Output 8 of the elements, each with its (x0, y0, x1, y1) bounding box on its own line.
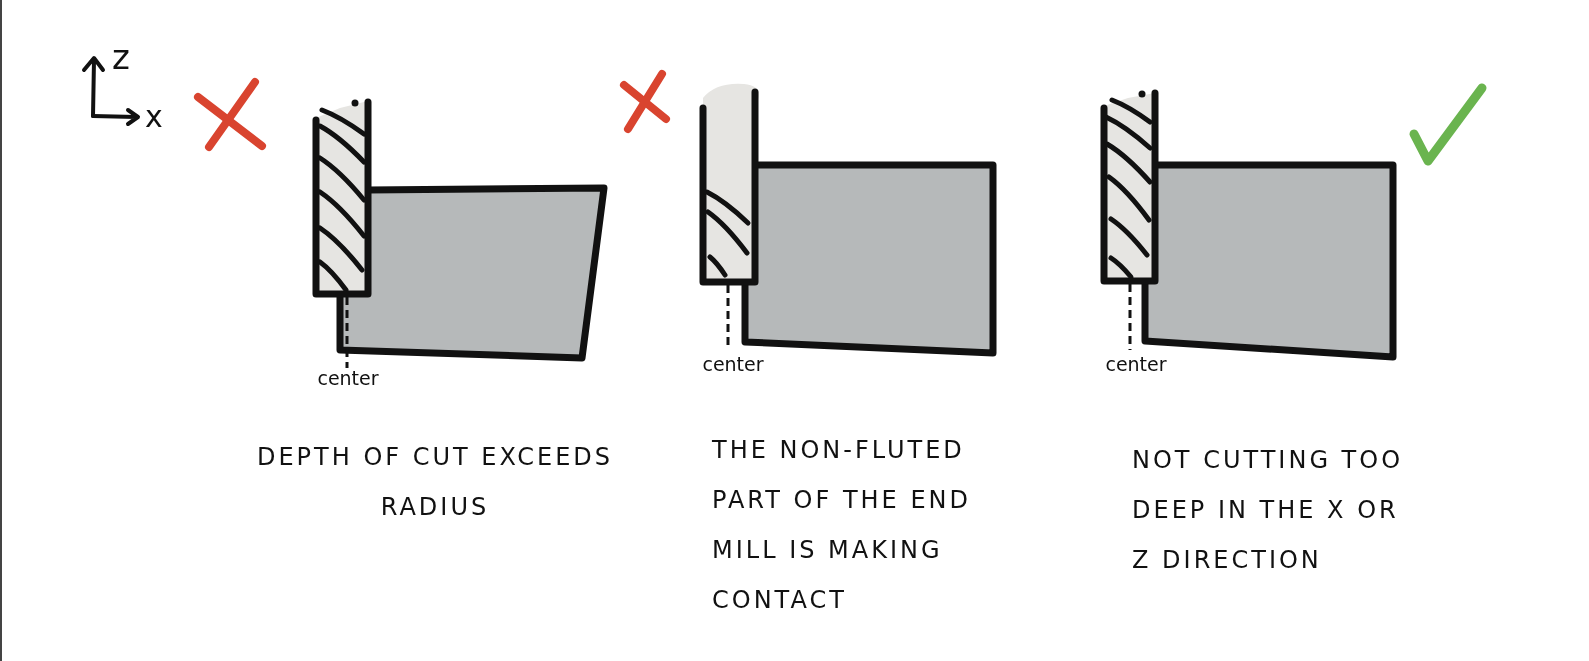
center-label: center (1105, 354, 1167, 375)
center-label: center (317, 368, 379, 389)
center-label: center (702, 354, 764, 375)
caption-text: NOT CUTTING TOO DEEP IN THE X OR Z DIRECTION (1132, 445, 1405, 576)
caption-text: THE NON-FLUTED PART OF THE END MILL IS MAKING CONTACT (712, 435, 972, 616)
axis-label: x (145, 102, 163, 132)
caption-text: DEPTH OF CUT EXCEEDS RADIUS (255, 442, 615, 523)
axis-label: z (112, 40, 130, 74)
